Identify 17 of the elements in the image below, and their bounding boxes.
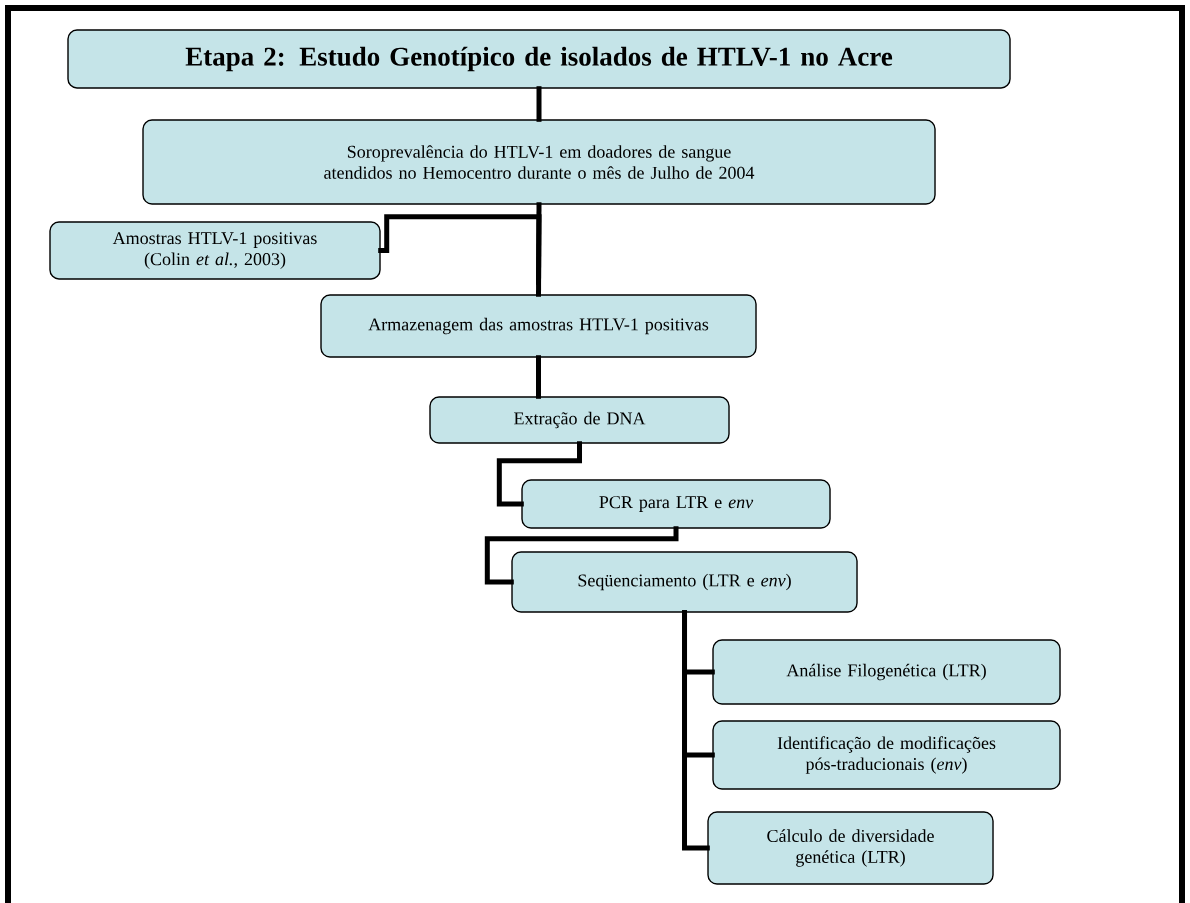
process-box: Extração de DNA — [429, 396, 730, 444]
connector-line — [536, 355, 541, 399]
process-box: Análise Filogenética (LTR) — [712, 639, 1061, 705]
connector-line — [496, 441, 582, 507]
connector-line — [536, 86, 542, 122]
connector-line — [536, 202, 542, 297]
process-box: Seqüenciamento (LTR e env) — [511, 551, 858, 613]
title-box: Etapa 2: Estudo Genotípico de isolados de HTLV-1 no Acre — [67, 29, 1011, 89]
process-box: PCR para LTR e env — [521, 479, 831, 529]
connector-line — [682, 610, 710, 851]
process-box: Soroprevalência do HTLV-1 em doadores de sangue atendidos no Hemocentro durante o mês de Julho de 2004 — [142, 119, 936, 205]
connector-line — [484, 526, 679, 585]
process-box: Amostras HTLV-1 positivas (Colin et al., 2003) — [49, 221, 381, 280]
process-box: Cálculo de diversidade genética (LTR) — [707, 811, 994, 885]
process-box: Identificação de modificações pós-traducionais (env) — [712, 720, 1061, 790]
connector-line — [378, 214, 542, 285]
process-box: Armazenagem das amostras HTLV-1 positivas — [320, 294, 757, 358]
